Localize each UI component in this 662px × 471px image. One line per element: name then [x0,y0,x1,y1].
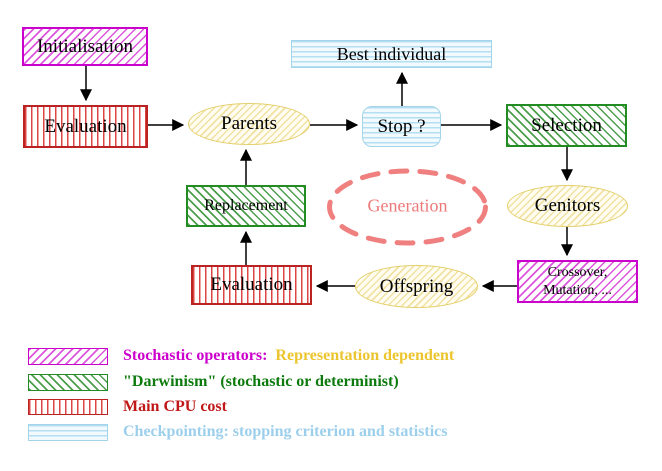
node-genitors: Genitors [507,185,628,227]
node-genitors-label: Genitors [534,195,601,216]
node-best-individual-label: Best individual [336,43,447,64]
node-generation-label: Generation [367,195,448,216]
legend-row-checkpointing: Checkpointing: stopping criterion and st… [28,423,447,441]
node-initialisation: Initialisation [22,27,148,66]
legend-row-darwinism: "Darwinism" (stochastic or determinist) [28,373,399,391]
node-parents-label: Parents [221,113,277,134]
node-stop: Stop ? [362,106,441,147]
generation-dashed-ellipse [327,168,488,246]
node-evaluation-bottom-label: Evaluation [210,274,293,295]
node-selection-label: Selection [531,114,602,136]
node-crossover-mutation-label: Crossover, Mutation, ... [543,264,612,299]
node-generation: Generation [325,167,490,247]
legend-label-representation: Representation dependent [267,347,455,364]
legend-swatch-blue [28,423,108,441]
legend-swatch-red [28,399,108,415]
legend-swatch-magenta [28,347,108,365]
node-stop-label: Stop ? [377,115,426,137]
node-offspring: Offspring [355,265,478,308]
legend-label-stochastic: Stochastic operators: [123,347,268,364]
node-initialisation-label: Initialisation [36,35,134,57]
node-evaluation-bottom: Evaluation [191,265,312,305]
legend-row-stochastic-operators: Stochastic operators: Representation dep… [28,347,454,365]
node-parents: Parents [188,103,310,145]
legend-label-darwinism: "Darwinism" (stochastic or determinist) [123,373,399,390]
node-best-individual: Best individual [291,40,492,68]
node-crossover-mutation: Crossover, Mutation, ... [517,260,638,303]
node-offspring-label: Offspring [379,275,454,297]
legend-label-cpu-cost: Main CPU cost [123,398,227,415]
node-evaluation-top-label: Evaluation [44,115,127,137]
legend-swatch-green [28,373,108,391]
legend-label-checkpointing: Checkpointing: stopping criterion and st… [123,423,448,440]
node-evaluation-top: Evaluation [23,105,148,148]
crossover-line2: Mutation, ... [543,282,612,298]
legend-row-cpu-cost: Main CPU cost [28,398,227,416]
crossover-line1: Crossover, [547,265,608,280]
node-replacement: Replacement [186,185,306,227]
node-replacement-label: Replacement [204,197,288,214]
node-selection: Selection [506,104,627,147]
